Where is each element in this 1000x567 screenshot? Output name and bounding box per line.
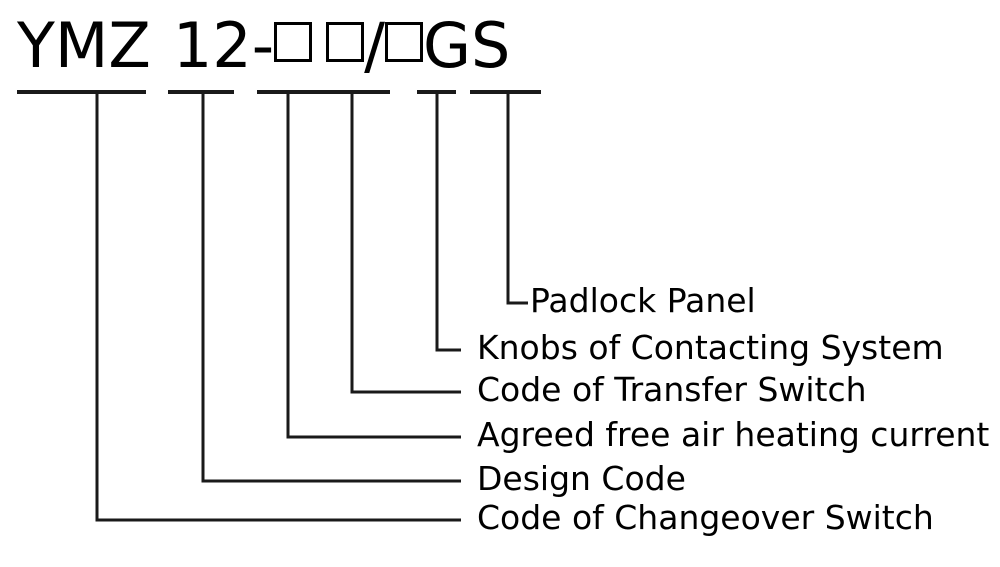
leader-path-code-of-changeover-switch (95, 92, 461, 522)
callout-label-knobs-of-contacting-system: Knobs of Contacting System (477, 328, 944, 367)
code-placeholder-box-3 (385, 22, 423, 62)
leader-path-agreed-free-air-heating-current (286, 92, 461, 439)
code-placeholder-box-1 (274, 22, 313, 62)
code-series: 12- (172, 9, 275, 82)
code-prefix: YMZ (17, 9, 151, 82)
callout-label-padlock-panel: Padlock Panel (530, 281, 756, 320)
leader-path-padlock-panel (506, 92, 528, 305)
code-separator: / (364, 9, 385, 82)
callout-label-code-of-transfer-switch: Code of Transfer Switch (477, 370, 867, 409)
leader-paths (95, 92, 528, 522)
callout-label-design-code: Design Code (477, 459, 686, 498)
product-code-heading: YMZ 12- / GS (17, 8, 510, 84)
leader-path-knobs-of-contacting-system (435, 92, 461, 352)
leader-path-design-code (201, 92, 461, 483)
callout-label-code-of-changeover-switch: Code of Changeover Switch (477, 498, 934, 537)
leader-path-code-of-transfer-switch (350, 92, 461, 394)
code-placeholder-box-2 (326, 22, 365, 62)
code-suffix: GS (423, 9, 511, 82)
callout-label-agreed-free-air-heating-current: Agreed free air heating current (477, 415, 990, 454)
